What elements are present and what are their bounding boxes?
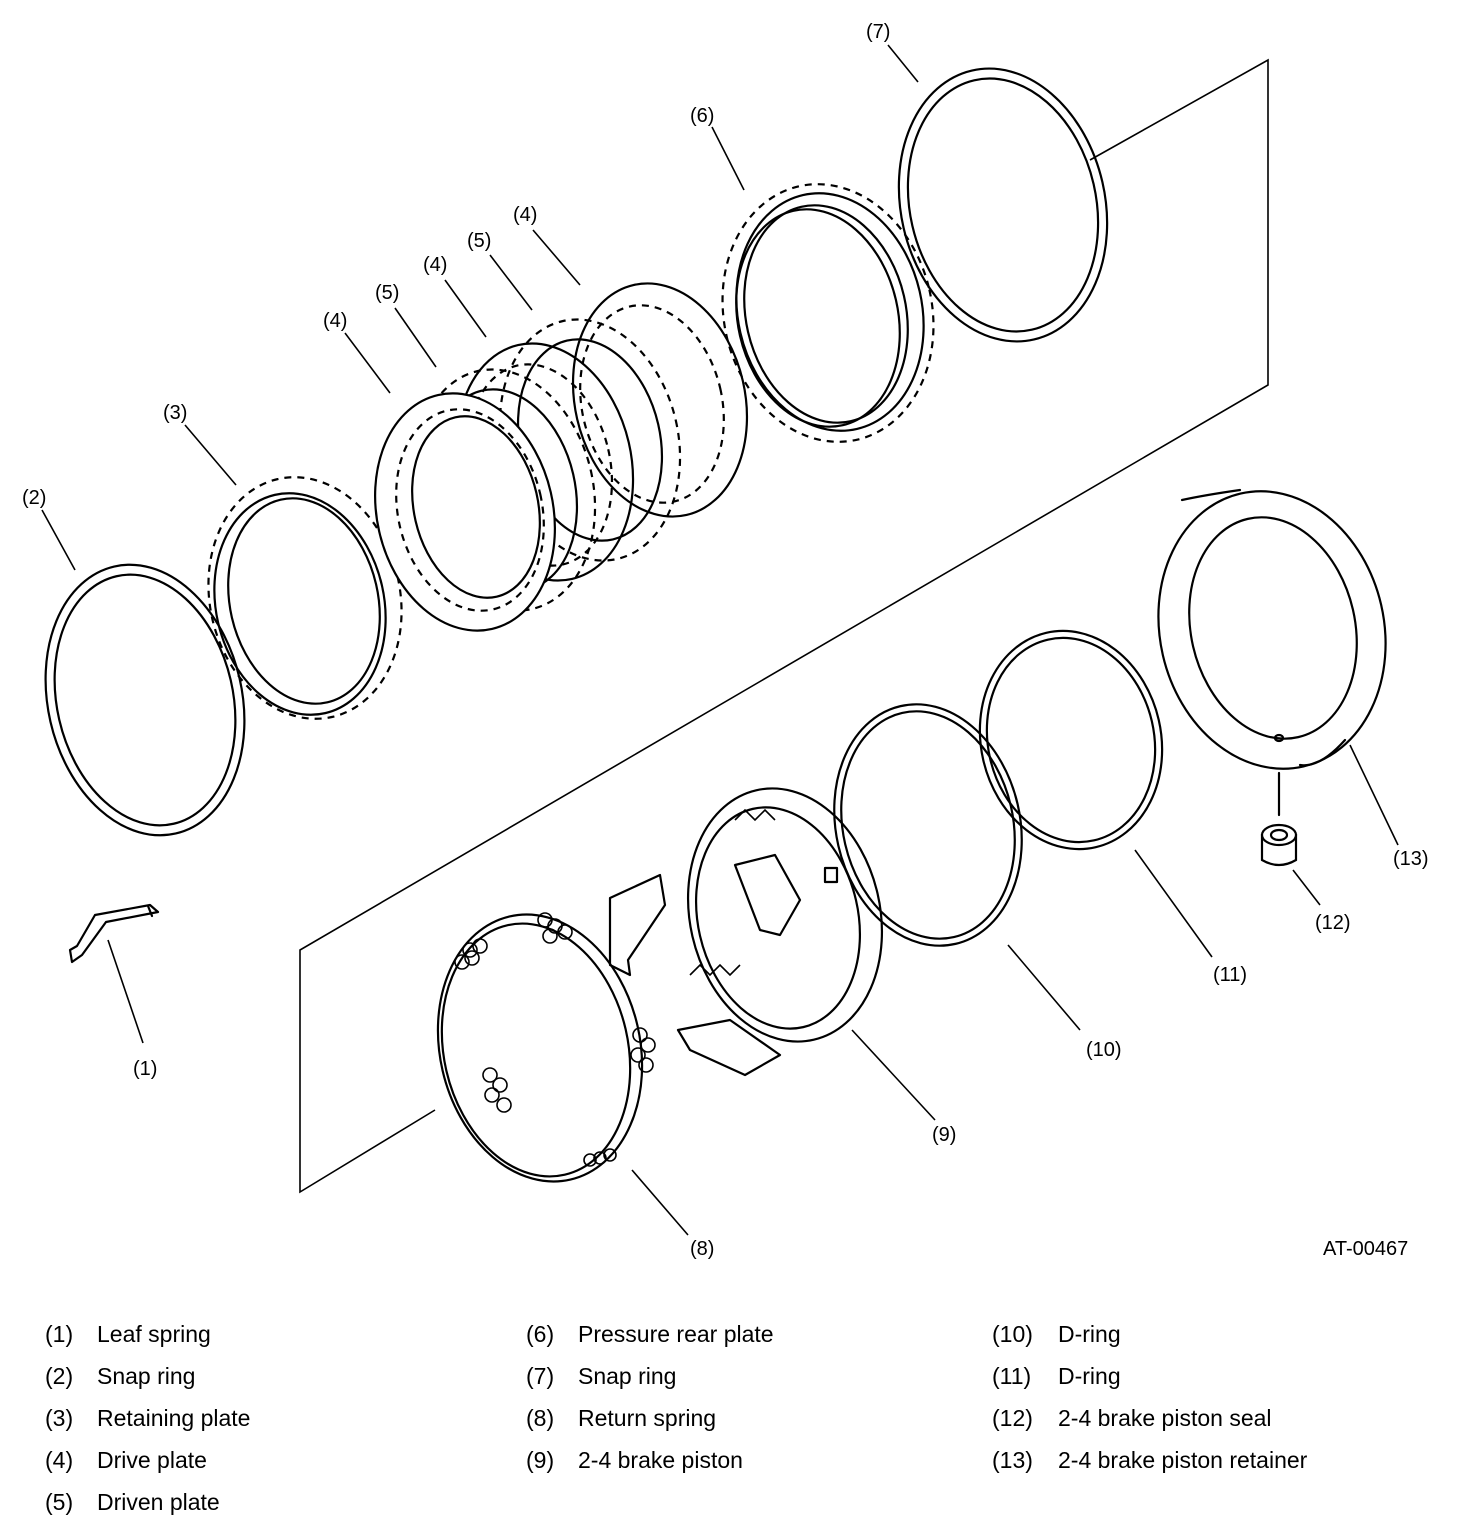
legend-num: (6): [526, 1321, 555, 1347]
callout-3: (3): [163, 402, 187, 424]
callout-11: (11): [1213, 964, 1247, 986]
legend-item: (11) D-ring: [992, 1362, 1121, 1390]
return-spring-part: [436, 912, 656, 1183]
legend-num: (8): [526, 1405, 555, 1431]
d-ring-10-part: [833, 703, 1023, 947]
callout-12: (12): [1315, 912, 1351, 934]
legend-label: Return spring: [578, 1405, 717, 1431]
legend-label: 2-4 brake piston retainer: [1058, 1447, 1308, 1473]
figure-id: AT-00467: [1323, 1238, 1408, 1260]
callout-5b: (5): [467, 230, 491, 252]
legend-num: (5): [45, 1489, 74, 1515]
legend-label: D-ring: [1058, 1321, 1121, 1347]
brake-piston-seal-part: [1260, 771, 1298, 867]
legend-num: (4): [45, 1447, 74, 1473]
leaf-spring-part: [68, 903, 160, 964]
legend-item: (7) Snap ring: [526, 1362, 676, 1390]
legend-item: (3) Retaining plate: [45, 1404, 250, 1432]
legend-label: Snap ring: [578, 1363, 677, 1389]
callout-6: (6): [690, 105, 714, 127]
legend-item: (10) D-ring: [992, 1320, 1121, 1348]
legend-label: Drive plate: [97, 1447, 207, 1473]
callout-10: (10): [1086, 1039, 1122, 1061]
legend-label: Retaining plate: [97, 1405, 251, 1431]
legend-item: (13) 2-4 brake piston retainer: [992, 1446, 1307, 1474]
callout-labels: (1) (2) (3) (4) (5) (4) (5) (4) (6) (7) …: [22, 21, 1429, 1260]
legend-num: (7): [526, 1363, 555, 1389]
brake-piston-retainer-part: [1157, 488, 1387, 770]
legend-num: (11): [992, 1363, 1032, 1389]
legend-num: (12): [992, 1405, 1033, 1431]
legend-num: (1): [45, 1321, 74, 1347]
legend-item: (8) Return spring: [526, 1404, 716, 1432]
callout-9: (9): [932, 1124, 956, 1146]
legend-label: Driven plate: [97, 1489, 220, 1515]
legend-item: (2) Snap ring: [45, 1362, 195, 1390]
legend-item: (12) 2-4 brake piston seal: [992, 1404, 1272, 1432]
brake-piston-part: [608, 787, 884, 1077]
callout-13: (13): [1393, 848, 1429, 870]
legend-num: (3): [45, 1405, 74, 1431]
legend-num: (9): [526, 1447, 555, 1473]
d-ring-11-part: [978, 629, 1164, 851]
callout-4b: (4): [423, 254, 447, 276]
legend-item: (4) Drive plate: [45, 1446, 207, 1474]
retaining-plate-part: [207, 476, 403, 720]
legend-label: Leaf spring: [97, 1321, 211, 1347]
callout-4c: (4): [513, 204, 537, 226]
clutch-pack-part: [374, 282, 749, 632]
exploded-view-diagram: (1) (2) (3) (4) (5) (4) (5) (4) (6) (7) …: [22, 21, 1429, 1260]
legend-num: (2): [45, 1363, 74, 1389]
callout-8: (8): [690, 1238, 714, 1260]
callout-7: (7): [866, 21, 890, 43]
parts-legend: (1) Leaf spring (2) Snap ring (3) Retaining…: [0, 1310, 1472, 1530]
legend-label: 2-4 brake piston: [578, 1447, 743, 1473]
snap-ring-left-part: [44, 563, 246, 837]
legend-label: 2-4 brake piston seal: [1058, 1405, 1272, 1431]
callout-4a: (4): [323, 310, 347, 332]
legend-num: (13): [992, 1447, 1033, 1473]
assembly-bracket-outline: [299, 58, 1269, 1194]
leader-lines: [41, 44, 1399, 1236]
callout-5a: (5): [375, 282, 399, 304]
callout-2: (2): [22, 487, 46, 509]
legend-item: (1) Leaf spring: [45, 1320, 211, 1348]
legend-item: (9) 2-4 brake piston: [526, 1446, 743, 1474]
legend-label: Snap ring: [97, 1363, 196, 1389]
legend-num: (10): [992, 1321, 1033, 1347]
legend-label: D-ring: [1058, 1363, 1121, 1389]
pressure-rear-plate-part: [721, 183, 935, 443]
legend-label: Pressure rear plate: [578, 1321, 774, 1347]
snap-ring-right-part: [897, 67, 1109, 343]
legend-item: (5) Driven plate: [45, 1488, 220, 1516]
callout-1: (1): [133, 1058, 157, 1080]
legend-item: (6) Pressure rear plate: [526, 1320, 774, 1348]
